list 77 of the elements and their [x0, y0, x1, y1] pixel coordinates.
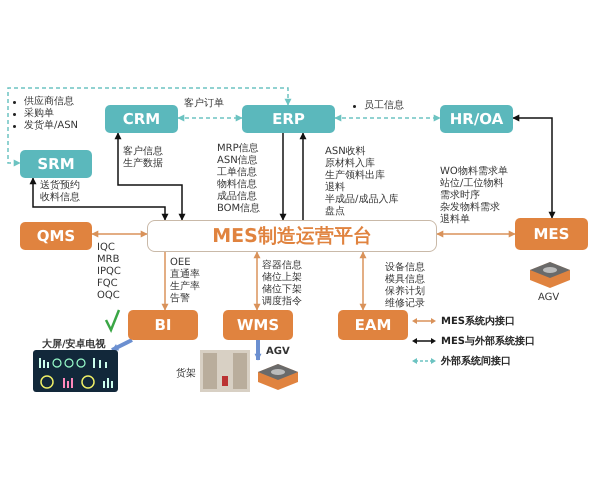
connector-arrow	[360, 251, 366, 311]
data-label: 成品信息	[217, 191, 257, 202]
data-label: 生产领料出库	[325, 170, 385, 182]
connector-arrow	[114, 132, 186, 221]
connector-arrow	[7, 87, 292, 166]
data-label: 直通率	[170, 269, 200, 280]
system-box: HR/OA	[440, 105, 513, 133]
data-label: 收料信息	[40, 192, 80, 204]
system-box: BI	[128, 310, 198, 340]
data-label: 供应商信息	[24, 96, 74, 108]
data-label: OQC	[97, 290, 120, 302]
platform-box: MES制造运营平台	[147, 220, 437, 252]
data-label: 发货单/ASN	[24, 120, 78, 132]
data-label: 工单信息	[217, 167, 257, 178]
photo-placeholder	[200, 350, 250, 392]
connector-arrow	[254, 340, 262, 361]
connector-arrow	[300, 132, 306, 220]
data-label: IPQC	[97, 266, 121, 278]
legend-text: 外部系统间接口	[441, 354, 511, 368]
data-label: OEE	[170, 257, 191, 268]
data-label: 采购单	[24, 108, 54, 120]
data-label: WO物料需求单	[440, 166, 508, 178]
data-label: MRP信息	[217, 143, 259, 154]
system-box: MES	[515, 218, 588, 250]
system-box: QMS	[20, 222, 92, 250]
system-box: EAM	[338, 310, 408, 340]
data-label: 半成品/成品入库	[325, 194, 398, 206]
data-label: 物料信息	[217, 179, 257, 190]
data-label: 调度指令	[262, 296, 302, 308]
data-label: 告警	[170, 293, 190, 305]
data-label: 退料单	[440, 214, 470, 226]
data-label: ASN信息	[217, 155, 258, 166]
data-label: 生产率	[170, 281, 200, 292]
data-label: 容器信息	[262, 260, 302, 272]
data-label: 员工信息	[364, 100, 404, 112]
data-label: 生产数据	[123, 158, 163, 170]
data-label: 送货预约	[40, 180, 80, 192]
legend-text: MES与外部系统接口	[441, 334, 535, 348]
data-label: AGV	[538, 292, 560, 304]
system-box: CRM	[105, 105, 178, 133]
data-label: MRB	[97, 254, 120, 266]
data-label: 原材料入库	[325, 158, 375, 170]
connector-arrow	[111, 338, 133, 352]
data-label: FQC	[97, 278, 118, 290]
edge-label: 客户订单	[182, 98, 226, 110]
data-label: 杂发物料需求	[440, 202, 500, 214]
picture-caption: 大屏/安卓电视	[42, 337, 106, 351]
connector-arrow	[254, 251, 260, 311]
connector-arrow	[30, 177, 168, 221]
system-box: SRM	[20, 150, 92, 178]
dashboard-drawing	[33, 350, 118, 392]
connector-arrow	[436, 230, 516, 238]
picture-caption: 货架	[176, 366, 196, 380]
connector-arrow	[91, 230, 148, 238]
data-label: 设备信息	[385, 262, 425, 274]
data-label: 储位下架	[262, 284, 302, 296]
data-label: 保养计划	[385, 286, 425, 298]
legend-text: MES系统内接口	[441, 314, 515, 328]
system-box: ERP	[242, 105, 335, 133]
data-label: 盘点	[325, 206, 345, 218]
data-label: BOM信息	[217, 203, 260, 215]
connector-arrow	[280, 133, 286, 221]
data-label: IQC	[97, 242, 115, 254]
data-label: 需求时序	[440, 190, 480, 202]
data-label: 储位上架	[262, 272, 302, 284]
system-box: WMS	[223, 310, 293, 340]
data-label: 退料	[325, 182, 345, 194]
data-label: 维修记录	[385, 298, 425, 310]
connector-arrow	[334, 114, 441, 122]
picture-caption: AGV	[266, 346, 290, 357]
connector-arrow	[162, 252, 168, 311]
data-label: 客户信息	[123, 146, 163, 158]
connector-arrow	[177, 114, 243, 122]
connector-arrow	[512, 114, 556, 219]
data-label: 站位/工位物料	[440, 178, 504, 190]
data-label: ASN收料	[325, 146, 366, 158]
data-label: 模具信息	[385, 274, 425, 286]
